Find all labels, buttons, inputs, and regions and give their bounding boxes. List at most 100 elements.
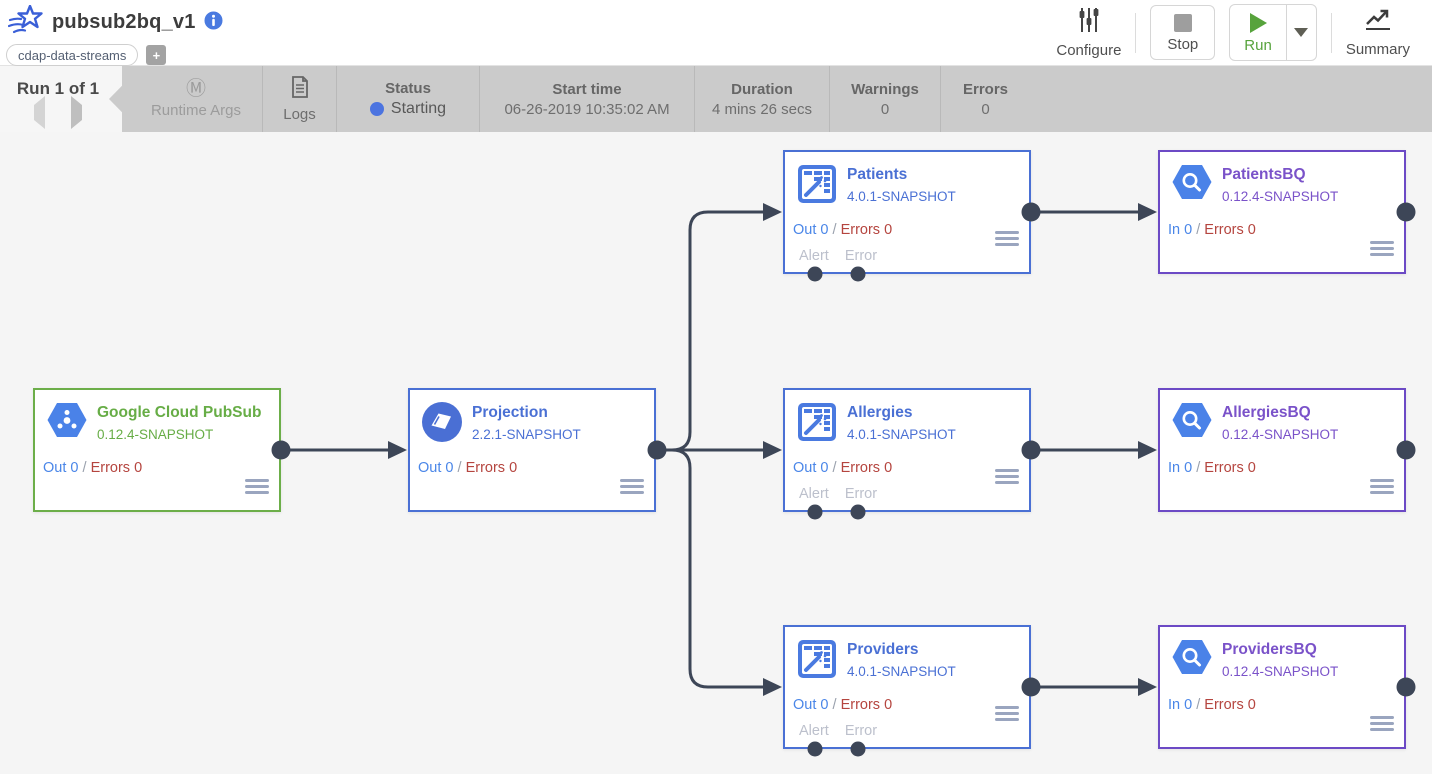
node-version: 0.12.4-SNAPSHOT — [1222, 189, 1339, 204]
chevron-down-icon — [1294, 28, 1309, 37]
node-menu-icon[interactable] — [1370, 241, 1394, 256]
node-metrics: In 0 / Errors 0 — [1168, 460, 1256, 476]
node-patientsbq[interactable]: PatientsBQ 0.12.4-SNAPSHOT In 0 / Errors… — [1158, 150, 1406, 274]
logs-icon — [291, 75, 309, 103]
node-allergiesbq[interactable]: AllergiesBQ 0.12.4-SNAPSHOT In 0 / Error… — [1158, 388, 1406, 512]
status-dot — [369, 102, 384, 116]
node-title: Google Cloud PubSub — [97, 404, 262, 421]
node-title: ProvidersBQ — [1222, 641, 1317, 658]
add-tag-button[interactable]: + — [146, 45, 167, 65]
edge-projection-patients — [657, 210, 763, 452]
pipeline-canvas[interactable]: Google Cloud PubSub 0.12.4-SNAPSHOT Out … — [0, 132, 1432, 774]
node-metrics: In 0 / Errors 0 — [1168, 222, 1256, 238]
node-version: 4.0.1-SNAPSHOT — [847, 427, 956, 442]
run-options-dropdown[interactable] — [1285, 5, 1316, 60]
logs-label: Logs — [283, 105, 316, 123]
node-allergies[interactable]: Allergies 4.0.1-SNAPSHOT Out 0 / Errors … — [783, 388, 1031, 512]
run-split-button: Run — [1229, 4, 1317, 61]
node-menu-icon[interactable] — [995, 706, 1019, 721]
start-time-value: 06-26-2019 10:35:02 AM — [504, 100, 670, 118]
node-metrics: Out 0 / Errors 0 — [418, 460, 518, 476]
node-metrics: Out 0 / Errors 0 — [793, 222, 893, 238]
node-version: 2.2.1-SNAPSHOT — [472, 427, 581, 442]
wrangler-icon — [797, 402, 837, 442]
errors-value: 0 — [981, 100, 990, 118]
duration-section: Duration 4 mins 26 secs — [695, 66, 830, 132]
runtime-args-label: Runtime Args — [150, 102, 242, 119]
node-google-cloud-pubsub[interactable]: Google Cloud PubSub 0.12.4-SNAPSHOT Out … — [33, 388, 281, 512]
node-providersbq[interactable]: ProvidersBQ 0.12.4-SNAPSHOT In 0 / Error… — [1158, 625, 1406, 749]
arrowhead-icon — [388, 441, 407, 459]
node-menu-icon[interactable] — [245, 479, 269, 494]
run-counter: Run 1 of 1 — [16, 78, 100, 98]
status-label: Status — [385, 80, 431, 97]
app-header: pubsub2bq_v1 cdap-data-streams + — [0, 0, 1432, 66]
stop-button[interactable]: Stop — [1150, 5, 1216, 60]
error-port-label: Error — [844, 486, 878, 502]
start-time-section: Start time 06-26-2019 10:35:02 AM — [480, 66, 695, 132]
next-run-button[interactable] — [71, 95, 82, 129]
node-title: Allergies — [847, 404, 913, 421]
pubsub-icon — [47, 402, 87, 442]
node-metrics: Out 0 / Errors 0 — [43, 460, 143, 476]
configure-button[interactable]: Configure — [1056, 7, 1121, 59]
tag-chip[interactable]: cdap-data-streams — [6, 44, 139, 66]
node-title: Patients — [847, 166, 908, 183]
error-port-label: Error — [844, 248, 878, 264]
node-patients[interactable]: Patients 4.0.1-SNAPSHOT Out 0 / Errors 0… — [783, 150, 1031, 274]
play-icon — [1249, 13, 1267, 33]
run-info-bar: Run 1 of 1 Ⓜ Runtime Args Logs Sta — [0, 66, 1432, 132]
pipeline-title: pubsub2bq_v1 — [52, 11, 196, 33]
node-projection[interactable]: Projection 2.2.1-SNAPSHOT Out 0 / Errors… — [408, 388, 656, 512]
node-version: 4.0.1-SNAPSHOT — [847, 189, 956, 204]
alert-port-label: Alert — [799, 723, 829, 739]
arrowhead-icon — [1138, 203, 1157, 221]
node-title: Projection — [472, 404, 548, 421]
node-metrics: In 0 / Errors 0 — [1168, 697, 1256, 713]
divider — [1135, 12, 1137, 53]
status-section: Status Starting — [337, 66, 480, 132]
node-menu-icon[interactable] — [620, 479, 644, 494]
wrangler-icon — [797, 639, 837, 679]
runtime-args-icon: Ⓜ — [186, 78, 206, 100]
warnings-section: Warnings 0 — [830, 66, 941, 132]
node-title: PatientsBQ — [1222, 166, 1306, 183]
node-version: 0.12.4-SNAPSHOT — [97, 427, 214, 442]
stop-icon — [1173, 14, 1192, 32]
previous-run-button[interactable] — [34, 95, 45, 129]
summary-button[interactable]: Summary — [1346, 8, 1410, 58]
duration-value: 4 mins 26 secs — [711, 100, 813, 118]
bigquery-icon — [1172, 164, 1212, 204]
runtime-args-button[interactable]: Ⓜ Runtime Args — [130, 66, 263, 132]
alert-port-label: Alert — [799, 248, 829, 264]
node-menu-icon[interactable] — [995, 469, 1019, 484]
run-label: Run — [1244, 37, 1272, 54]
stop-label: Stop — [1167, 36, 1199, 53]
status-value: Starting — [390, 100, 447, 117]
error-port-label: Error — [844, 723, 878, 739]
run-counter-tab: Run 1 of 1 — [0, 66, 122, 132]
sliders-icon — [1077, 7, 1101, 38]
chart-icon — [1364, 8, 1392, 37]
arrowhead-icon — [1138, 678, 1157, 696]
node-providers[interactable]: Providers 4.0.1-SNAPSHOT Out 0 / Errors … — [783, 625, 1031, 749]
node-port-labels: Alert Error — [799, 248, 877, 264]
run-button[interactable]: Run — [1230, 5, 1286, 60]
wrangler-icon — [797, 164, 837, 204]
divider — [1330, 12, 1332, 53]
node-version: 0.12.4-SNAPSHOT — [1222, 664, 1339, 679]
info-icon[interactable] — [204, 11, 223, 35]
logs-button[interactable]: Logs — [263, 66, 337, 132]
node-menu-icon[interactable] — [995, 231, 1019, 246]
node-version: 4.0.1-SNAPSHOT — [847, 664, 956, 679]
edge-projection-providers — [657, 448, 763, 689]
node-menu-icon[interactable] — [1370, 479, 1394, 494]
arrowhead-icon — [1138, 441, 1157, 459]
arrowhead-icon — [763, 678, 782, 696]
node-metrics: Out 0 / Errors 0 — [793, 697, 893, 713]
arrowhead-icon — [763, 203, 782, 221]
node-menu-icon[interactable] — [1370, 716, 1394, 731]
warnings-value: 0 — [880, 100, 890, 118]
node-port-labels: Alert Error — [799, 723, 877, 739]
